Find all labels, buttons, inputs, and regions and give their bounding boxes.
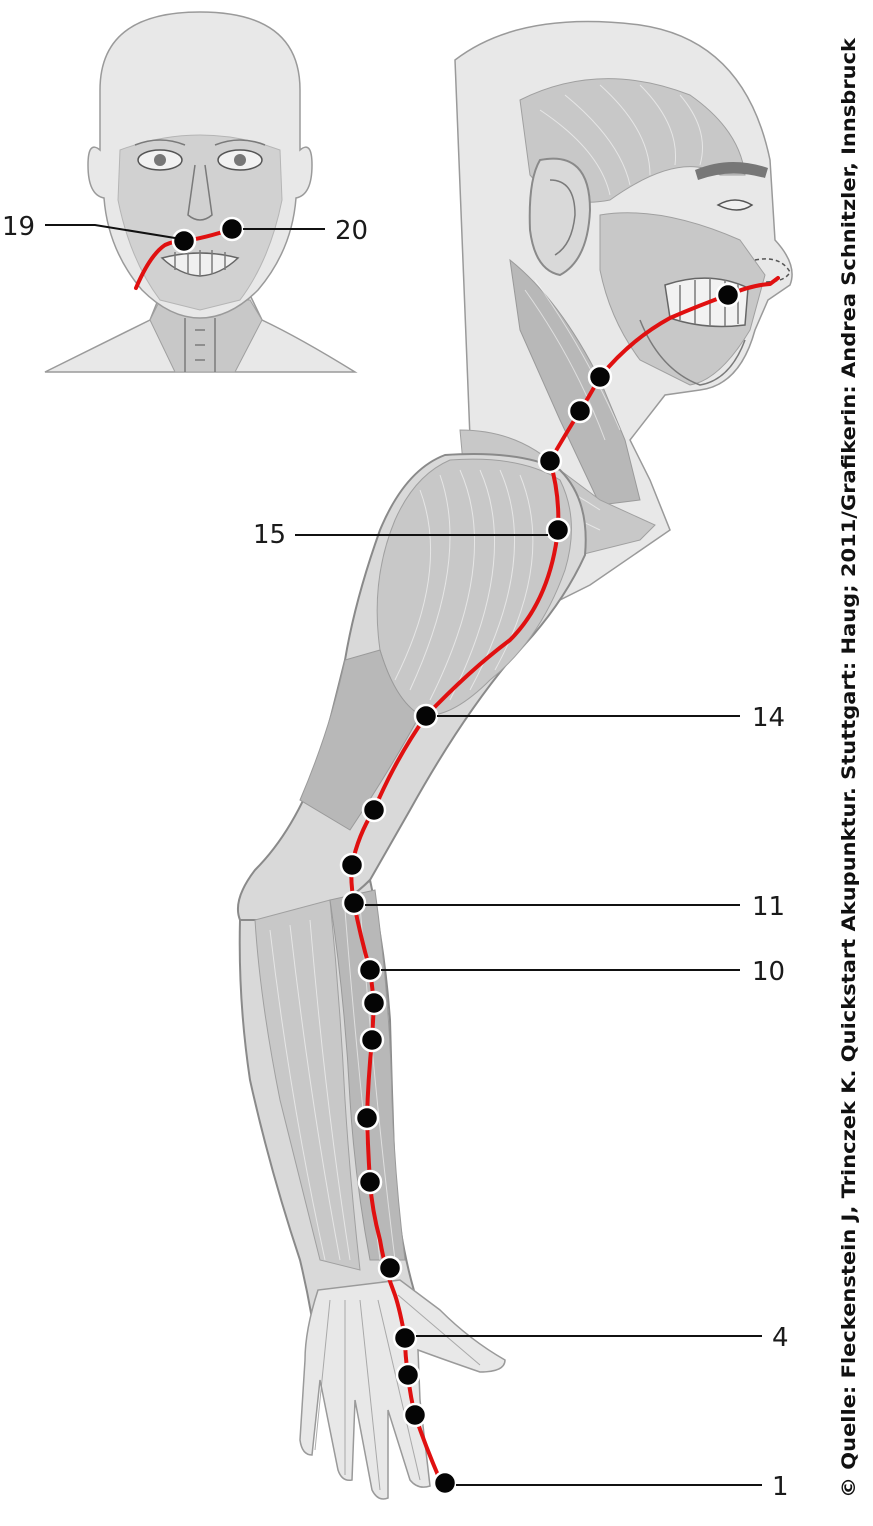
point-5 bbox=[377, 1255, 403, 1281]
point-shoulder bbox=[537, 448, 563, 474]
leader-lines bbox=[45, 224, 762, 1486]
point-4 bbox=[392, 1325, 418, 1351]
point-9 bbox=[361, 990, 387, 1016]
front-face-inset bbox=[44, 11, 358, 373]
label-20: 20 bbox=[335, 216, 368, 246]
label-19: 19 bbox=[2, 212, 35, 242]
point-20-front bbox=[219, 216, 245, 242]
point-7 bbox=[354, 1105, 380, 1131]
label-14: 14 bbox=[752, 703, 785, 733]
point-19-front bbox=[171, 228, 197, 254]
point-3 bbox=[395, 1362, 421, 1388]
label-15: 15 bbox=[253, 520, 286, 550]
point-12 bbox=[339, 852, 365, 878]
label-1: 1 bbox=[772, 1472, 789, 1502]
point-14 bbox=[413, 703, 439, 729]
point-10 bbox=[357, 957, 383, 983]
point-neck-1 bbox=[587, 364, 613, 390]
point-6 bbox=[357, 1169, 383, 1195]
point-2 bbox=[402, 1402, 428, 1428]
label-4: 4 bbox=[772, 1323, 789, 1353]
label-10: 10 bbox=[752, 957, 785, 987]
point-1 bbox=[432, 1470, 458, 1496]
point-15 bbox=[545, 517, 571, 543]
point-neck-2 bbox=[567, 398, 593, 424]
side-figure bbox=[236, 20, 793, 1500]
point-11 bbox=[341, 890, 367, 916]
label-11: 11 bbox=[752, 892, 785, 922]
point-8 bbox=[359, 1027, 385, 1053]
point-13 bbox=[361, 797, 387, 823]
image-credit: © Quelle: Fleckenstein J, Trinczek K. Qu… bbox=[838, 38, 860, 1498]
point-20-side bbox=[715, 282, 741, 308]
